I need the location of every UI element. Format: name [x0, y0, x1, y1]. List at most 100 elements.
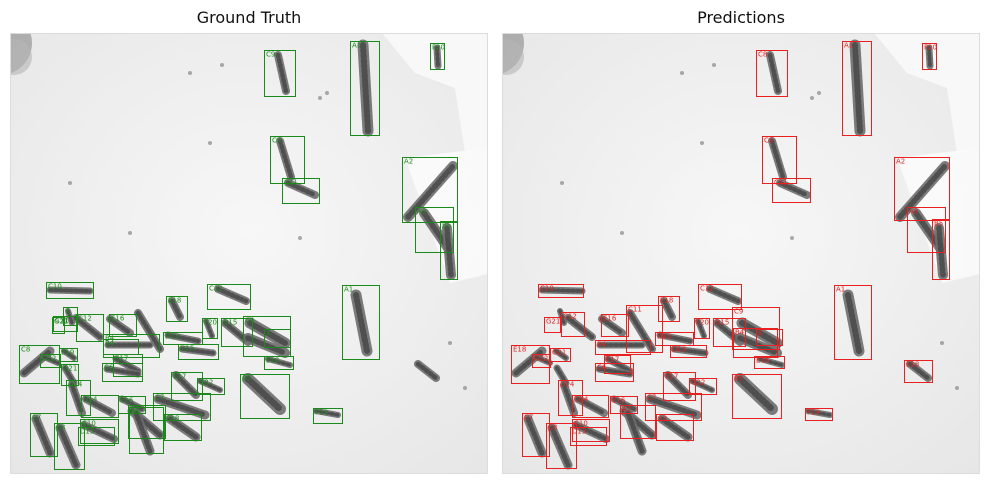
box-label: D15 — [180, 345, 194, 353]
panel-frame — [502, 33, 980, 474]
bounding-box — [402, 157, 458, 223]
chromosome-banding — [606, 357, 632, 373]
chromosome-banding — [936, 225, 946, 278]
speck — [463, 386, 467, 390]
chromosome-banding — [173, 372, 199, 398]
box-label: C9 — [272, 137, 281, 145]
box-label: C10 — [82, 420, 96, 428]
bounding-box — [894, 157, 950, 221]
chromosome-banding — [612, 397, 636, 411]
box-label: C9 — [764, 137, 773, 145]
glare-region — [382, 33, 488, 153]
speck — [680, 71, 684, 75]
chromosome-banding — [42, 355, 60, 365]
speck — [817, 91, 821, 95]
bounding-box — [663, 372, 696, 401]
chromosome-banding — [167, 416, 199, 440]
bounding-box — [756, 329, 783, 346]
box-label: B4 — [597, 341, 607, 349]
box-label: E18 — [660, 297, 673, 305]
speck — [940, 341, 944, 345]
chromosome-banding — [198, 379, 222, 392]
box-label: G22 — [42, 355, 56, 363]
box-label: D13 — [572, 428, 586, 436]
chromosome-banding — [540, 288, 584, 293]
box-label: E16 — [612, 397, 626, 405]
box-label: C11 — [55, 317, 69, 325]
bounding-box — [572, 419, 610, 442]
box-label: B5 — [442, 222, 451, 230]
bounding-box — [66, 380, 91, 416]
chromosome-banding — [777, 180, 810, 198]
bounding-box — [907, 207, 946, 253]
bounding-box — [626, 305, 663, 353]
bounding-box — [440, 221, 458, 280]
bounding-box — [282, 178, 320, 204]
bounding-box — [59, 348, 78, 362]
chromosome-banding — [352, 291, 371, 355]
cell-debris — [10, 39, 32, 75]
box-label: B5 — [934, 220, 943, 228]
box-label: X — [266, 330, 271, 338]
chromosome-banding — [554, 349, 568, 360]
chromosome-banding — [661, 298, 675, 320]
bounding-box — [81, 395, 119, 418]
chromosome-banding — [215, 286, 249, 304]
bounding-box — [178, 344, 219, 360]
bounding-box — [732, 307, 780, 350]
box-label: A2 — [404, 158, 413, 166]
bounding-box — [171, 372, 203, 401]
chromosome-banding — [133, 410, 153, 454]
glare-region — [874, 33, 980, 153]
chromosome-banding — [672, 347, 707, 355]
box-label: D14 — [68, 381, 83, 389]
box-label: B4 — [735, 329, 745, 337]
box-label: E18 — [168, 297, 181, 305]
chromosome-banding — [435, 46, 440, 68]
chromosome-banding — [166, 333, 200, 343]
bounding-box — [102, 363, 143, 382]
box-label: G21 — [552, 349, 566, 357]
box-label: C8 — [21, 346, 30, 354]
bounding-box — [595, 340, 651, 355]
box-label: D15 — [223, 319, 237, 327]
box-label: E16 — [756, 357, 770, 365]
speck — [955, 386, 959, 390]
bounding-box — [572, 395, 609, 418]
box-label: D13 — [657, 333, 671, 341]
box-label: F19 — [807, 409, 820, 417]
box-label: D14 — [560, 381, 575, 389]
bounding-box — [19, 345, 60, 384]
bounding-box — [762, 136, 797, 184]
chromosome-banding — [180, 347, 215, 355]
box-label: E18 — [513, 346, 526, 354]
box-label: D13 — [165, 333, 179, 341]
box-label: A2 — [622, 406, 631, 414]
bounding-box — [46, 282, 94, 299]
speck — [128, 231, 132, 235]
chromosome-banding — [105, 367, 140, 376]
bounding-box — [264, 50, 296, 97]
box-label: D15 — [672, 346, 686, 354]
box-label: C9 — [266, 51, 275, 59]
bounding-box — [538, 284, 584, 298]
chromosome-banding — [169, 298, 183, 320]
box-label: G21 — [546, 318, 560, 326]
box-label: A2 — [896, 158, 905, 166]
chromosome-banding — [277, 138, 294, 180]
box-label: E17 — [665, 373, 678, 381]
bounding-box — [772, 178, 811, 203]
chromosome-banding — [275, 52, 289, 94]
speck — [188, 71, 192, 75]
chromosome-banding — [155, 396, 208, 418]
chromosome-banding — [927, 46, 932, 68]
box-label: E16 — [111, 315, 125, 323]
box-label: D14 — [83, 396, 98, 404]
chromosome-banding — [73, 315, 103, 340]
box-label: F20 — [924, 44, 937, 52]
box-label: C10 — [540, 285, 554, 293]
bounding-box — [558, 380, 583, 416]
chromosome-banding — [844, 291, 863, 355]
glare-region — [897, 148, 980, 283]
